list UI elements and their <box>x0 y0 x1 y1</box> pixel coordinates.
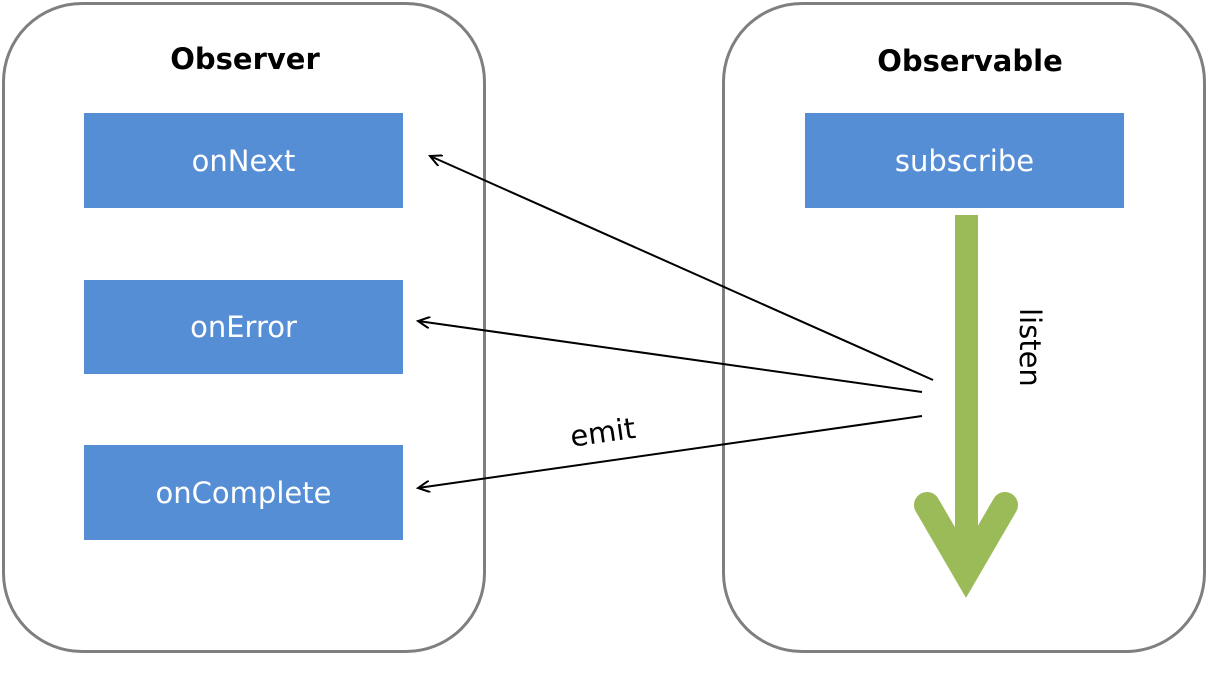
onerror-box: onError <box>84 280 403 374</box>
observable-title: Observable <box>877 44 1063 78</box>
observer-title: Observer <box>170 42 320 76</box>
subscribe-box: subscribe <box>805 113 1124 208</box>
onnext-label: onNext <box>191 143 296 178</box>
listen-arrow <box>914 215 1018 598</box>
emit-arrow-onerror <box>418 321 923 393</box>
oncomplete-label: onComplete <box>155 475 332 510</box>
emit-arrow-onnext <box>430 156 934 381</box>
oncomplete-box: onComplete <box>84 445 403 540</box>
onerror-label: onError <box>190 310 297 344</box>
subscribe-label: subscribe <box>894 143 1035 178</box>
onnext-box: onNext <box>84 113 403 208</box>
emit-label: emit <box>568 411 638 454</box>
emit-arrow-oncomplete <box>418 415 923 488</box>
listen-label: listen <box>1013 308 1047 387</box>
